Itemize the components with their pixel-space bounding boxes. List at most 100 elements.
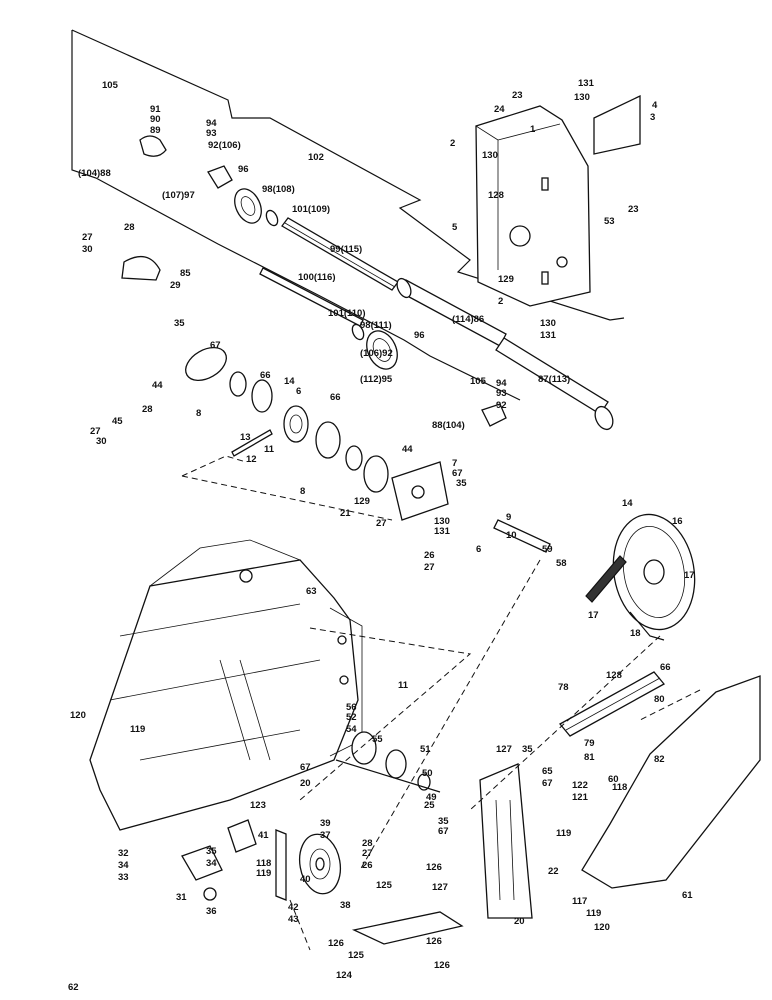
callout-label: 38 (340, 900, 351, 911)
callout-label: 66 (330, 392, 341, 403)
upper-shaft-assembly (121, 135, 614, 431)
callout-label: 44 (152, 380, 163, 391)
sheave-plate-2 (251, 379, 273, 413)
cover-plate-3 (593, 94, 641, 155)
callout-label: 39 (320, 818, 331, 829)
callout-label: 22 (548, 866, 559, 877)
callout-label: 100(116) (298, 272, 336, 283)
callout-label: 121 (572, 792, 589, 803)
callout-label: 131 (434, 526, 451, 537)
callout-label: 89 (150, 125, 161, 136)
callout-label: 130 (434, 516, 450, 527)
callout-label: 131 (578, 78, 595, 89)
callout-label: 27 (82, 232, 93, 243)
pulley-98-111 (366, 330, 398, 370)
housing-panel (475, 94, 641, 307)
hub-44 (345, 445, 363, 471)
callout-label: 96 (414, 330, 425, 341)
callout-label: (114)86 (452, 314, 484, 325)
callout-label: 67 (300, 762, 311, 773)
callout-label: 117 (572, 896, 587, 907)
callout-label: 21 (340, 508, 351, 519)
callout-label: 126 (426, 936, 442, 947)
callout-label: 1 (530, 124, 536, 135)
callout-label: 93 (496, 388, 507, 399)
callout-label: 16 (672, 516, 683, 527)
spring-13 (231, 429, 273, 457)
callout-label: 35 (206, 846, 217, 857)
callout-label: 94 (496, 378, 507, 389)
callout-label: 130 (540, 318, 556, 329)
callout-label: (112)95 (360, 374, 393, 385)
callout-label: 81 (584, 752, 595, 763)
spacer-101-109 (265, 209, 279, 227)
callout-label: 13 (240, 432, 251, 443)
callout-label: 105 (470, 376, 487, 387)
callout-label: 14 (284, 376, 295, 387)
callout-label: 127 (496, 744, 512, 755)
callout-label: 23 (628, 204, 639, 215)
pulley-98-108 (234, 188, 262, 224)
callout-label: 129 (354, 496, 370, 507)
callout-label: 125 (376, 880, 393, 891)
callout-label: 6 (296, 386, 301, 397)
callout-label: 79 (584, 738, 595, 749)
callout-label: 118 (256, 858, 271, 869)
callout-label: 49 (426, 792, 437, 803)
coupling-hub (139, 135, 167, 157)
callout-label: 51 (420, 744, 431, 755)
callout-label: 98(108) (262, 184, 295, 195)
callout-label: 8 (300, 486, 305, 497)
callout-label: 65 (542, 766, 553, 777)
callout-label: 78 (558, 682, 569, 693)
bearing-housing-upper (207, 165, 233, 189)
belt-pulley-16 (585, 513, 696, 641)
callout-label: 11 (398, 680, 409, 691)
callout-label: 102 (308, 152, 324, 163)
callout-label: 28 (142, 404, 153, 415)
callout-label: 131 (540, 330, 557, 341)
callout-label: 66 (260, 370, 271, 381)
callout-label: 23 (512, 90, 523, 101)
callout-label: 94 (206, 118, 217, 129)
callout-label: 35 (174, 318, 185, 329)
callout-label: 119 (256, 868, 271, 879)
callout-label: 61 (682, 890, 693, 901)
skid-plate-124 (351, 911, 464, 945)
callout-label: 130 (482, 150, 498, 161)
idler-pulley (283, 405, 309, 443)
callout-label: 27 (424, 562, 435, 573)
callout-label: 28 (124, 222, 135, 233)
end-cap (594, 405, 614, 431)
callout-label: 52 (346, 712, 357, 723)
bearing-88-104 (481, 403, 507, 427)
callout-label: 42 (288, 902, 299, 913)
callout-label: 92 (496, 400, 507, 411)
callout-label: 124 (336, 970, 353, 981)
callout-label: 20 (300, 778, 311, 789)
callout-label: 34 (118, 860, 129, 871)
rod-40 (275, 829, 287, 901)
callout-label: 17 (588, 610, 599, 621)
header-frame-63 (89, 539, 363, 831)
callout-label: 30 (96, 436, 107, 447)
sheave-plate (185, 346, 227, 382)
disk-44 (315, 421, 341, 459)
callout-label: 93 (206, 128, 217, 139)
callout-label: 35 (522, 744, 533, 755)
callout-label: 63 (306, 586, 317, 597)
callout-label: 25 (424, 800, 435, 811)
callout-label: 126 (434, 960, 450, 971)
callout-label: 53 (604, 216, 615, 227)
callout-label: 41 (258, 830, 269, 841)
callout-label: 99(115) (330, 244, 362, 255)
callout-label: 50 (422, 768, 433, 779)
bracket-assembly-123 (181, 819, 257, 901)
callout-label: 88(104) (432, 420, 465, 431)
callout-label: 85 (180, 268, 191, 279)
assembly-paths (181, 455, 701, 951)
callout-label: 37 (320, 830, 331, 841)
callout-label: 28 (362, 838, 373, 849)
